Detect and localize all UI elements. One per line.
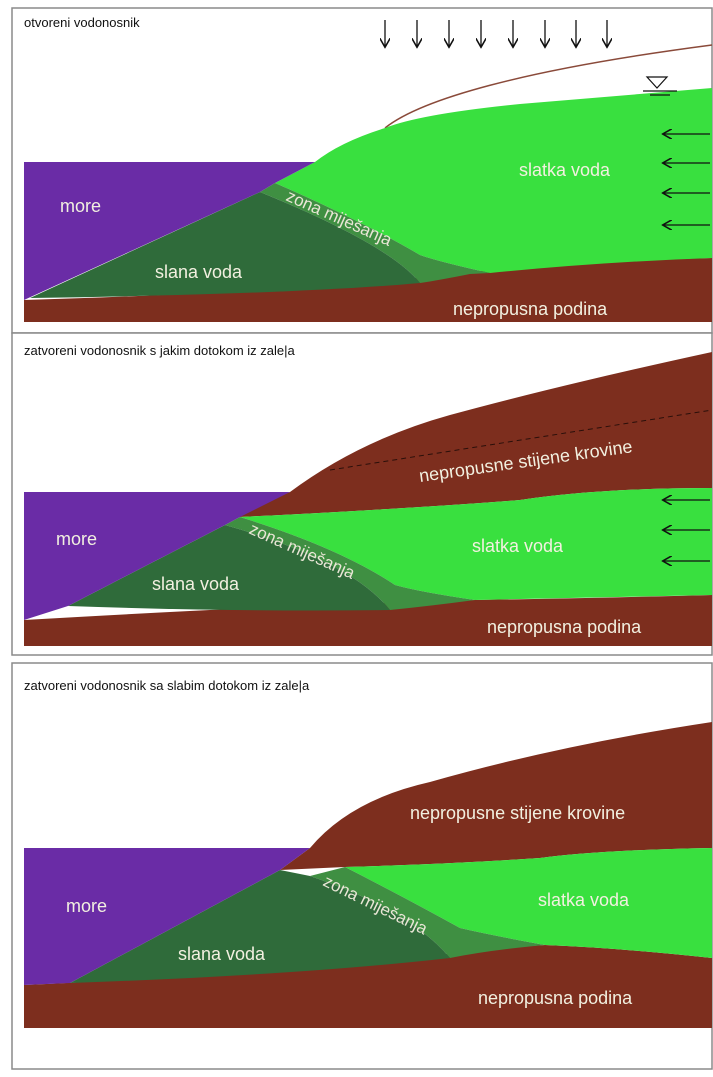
panel-confined-weak-inflow: zatvoreni vodonosnik sa slabim dotokom i… bbox=[12, 663, 712, 1069]
fresh-water-label: slatka voda bbox=[519, 160, 611, 180]
panel-title: zatvoreni vodonosnik s jakim dotokom iz … bbox=[24, 343, 295, 358]
bedrock-label: nepropusna podina bbox=[478, 988, 633, 1008]
salt-water-label: slana voda bbox=[155, 262, 243, 282]
sea-label: more bbox=[66, 896, 107, 916]
cap-rock-label: nepropusne stijene krovine bbox=[410, 803, 625, 823]
sea-label: more bbox=[60, 196, 101, 216]
salt-water-label: slana voda bbox=[178, 944, 266, 964]
panel-confined-strong-inflow: zatvoreni vodonosnik s jakim dotokom iz … bbox=[12, 333, 712, 655]
sea-label: more bbox=[56, 529, 97, 549]
panel-open-aquifer: otvoreni vodonosnik bbox=[12, 8, 712, 333]
bedrock-label: nepropusna podina bbox=[487, 617, 642, 637]
fresh-water-label: slatka voda bbox=[472, 536, 564, 556]
salt-water-label: slana voda bbox=[152, 574, 240, 594]
panel-title: zatvoreni vodonosnik sa slabim dotokom i… bbox=[24, 678, 310, 693]
fresh-water-label: slatka voda bbox=[538, 890, 630, 910]
panel-title: otvoreni vodonosnik bbox=[24, 15, 140, 30]
bedrock-label: nepropusna podina bbox=[453, 299, 608, 319]
